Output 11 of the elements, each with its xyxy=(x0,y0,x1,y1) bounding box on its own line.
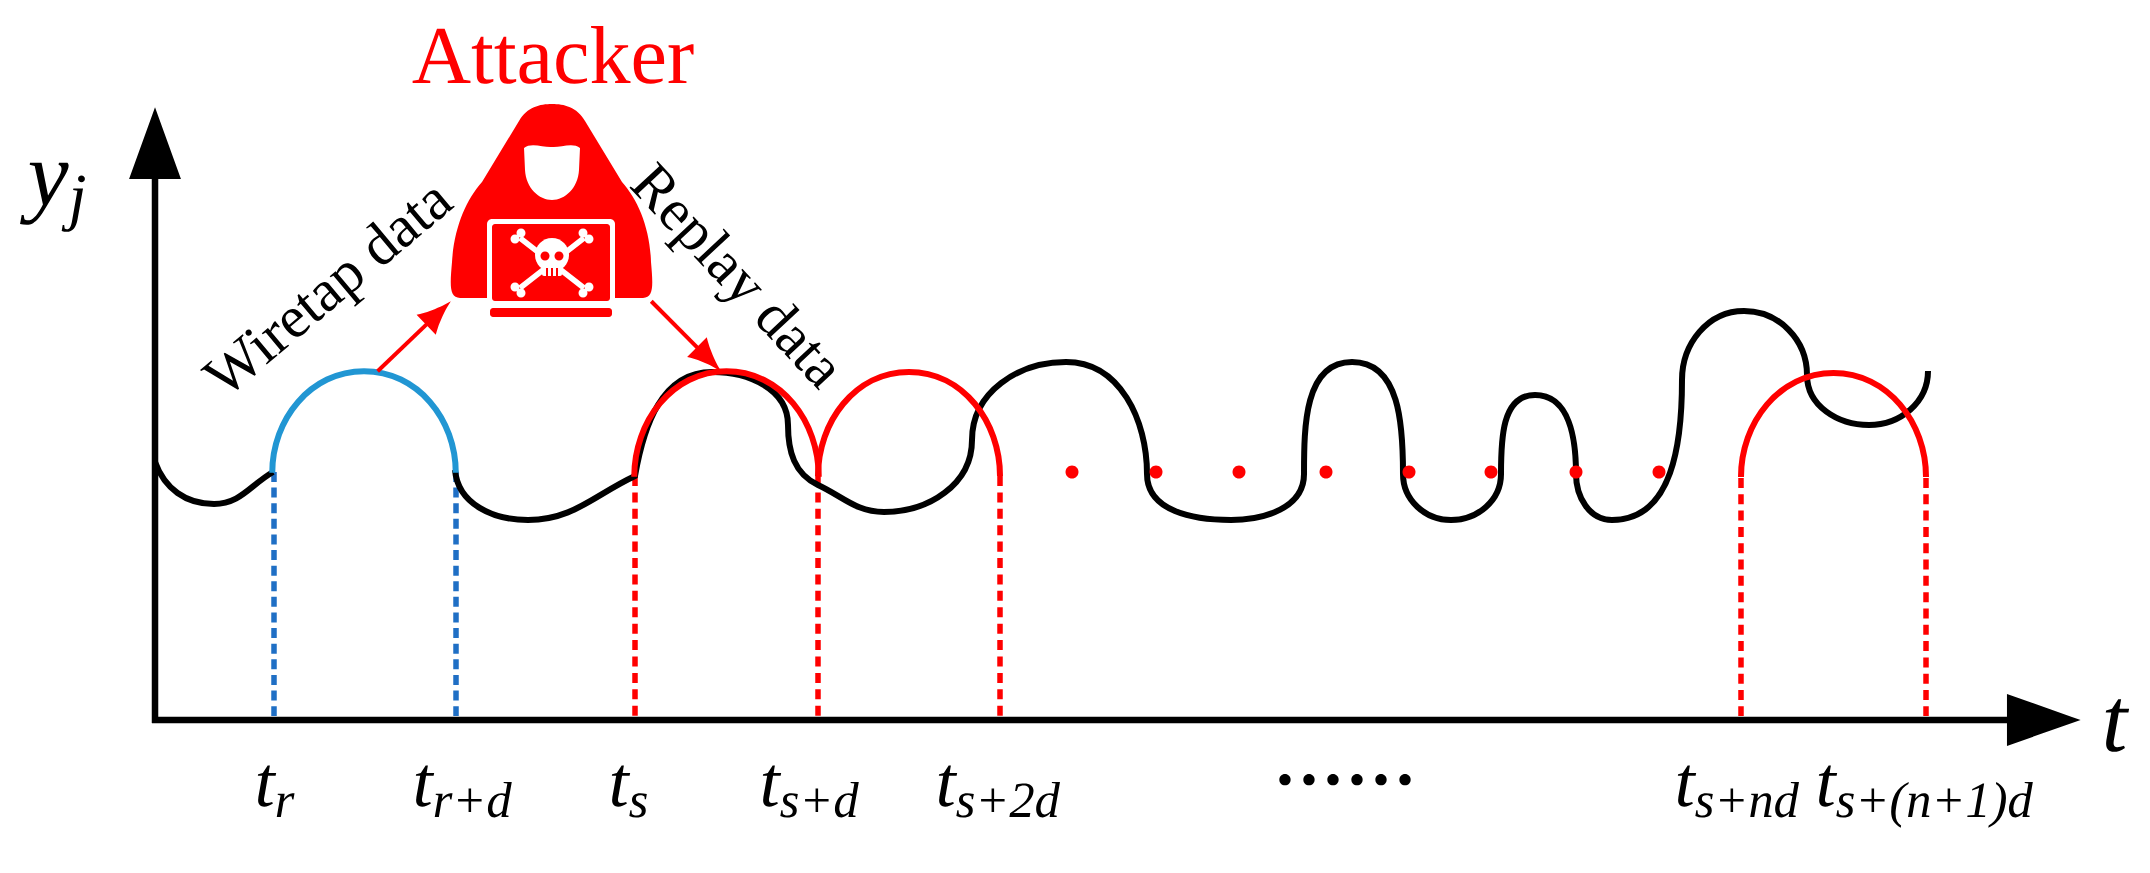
axis-label: y$_{j}$ xyxy=(20,162,85,232)
heading: Attacker xyxy=(412,26,694,84)
tick-label: t$_{s+(n+1)d}$ xyxy=(1818,765,2033,828)
tick-label: t$_{s}$ xyxy=(611,765,647,818)
tick-label: t$_{s+nd}$ xyxy=(1677,765,1799,818)
tick-label: t$_{r}$ xyxy=(257,765,295,817)
tick-label: t$_{s+2d}$ xyxy=(938,765,1060,818)
ellipsis: ...... xyxy=(1279,774,1411,786)
axis-label: t xyxy=(2105,699,2130,752)
tick-label: t$_{r+d}$ xyxy=(415,765,512,818)
tick-label: t$_{s+d}$ xyxy=(762,765,859,818)
